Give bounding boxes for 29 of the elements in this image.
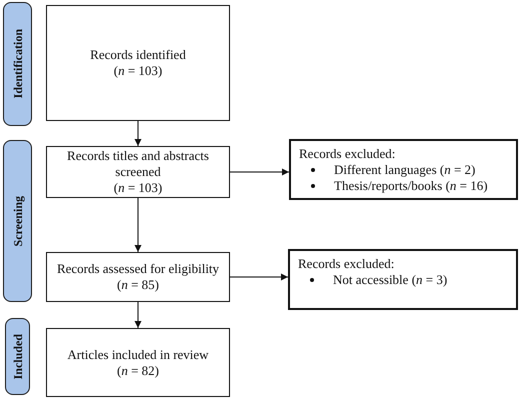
count-text: (n = 85) [116, 277, 159, 293]
stage-label: Included [12, 334, 24, 380]
box-text: Articles included in review [67, 346, 209, 362]
process-box [46, 146, 230, 198]
box-heading: Records excluded: [298, 256, 394, 272]
list-item: Not accessible (n = 3) [333, 272, 448, 288]
count-text: (n = 103) [114, 63, 162, 79]
arrow [230, 168, 290, 176]
exclusion-box [289, 139, 518, 200]
stage-label: Identification [12, 29, 24, 99]
arrow [230, 274, 288, 280]
count-text: (n = 103) [114, 180, 162, 196]
stage-band [5, 318, 30, 395]
box-text: Records identified [90, 47, 186, 63]
stage-label: Screening [12, 196, 24, 246]
process-box [46, 328, 230, 397]
box-text: Records assessed for eligibility [56, 261, 220, 277]
process-box [46, 5, 230, 121]
box-heading: Records excluded: [299, 146, 396, 162]
arrow [134, 120, 142, 146]
list-item: Thesis/reports/books (n = 16) [334, 178, 488, 194]
count-text: (n = 82) [116, 362, 159, 378]
process-box [46, 252, 230, 302]
stage-band [3, 2, 32, 126]
list-item: Different languages (n = 2) [334, 162, 476, 178]
stage-band [3, 140, 32, 302]
exclusion-box [288, 249, 518, 310]
arrow [134, 302, 142, 328]
arrow [134, 198, 142, 252]
